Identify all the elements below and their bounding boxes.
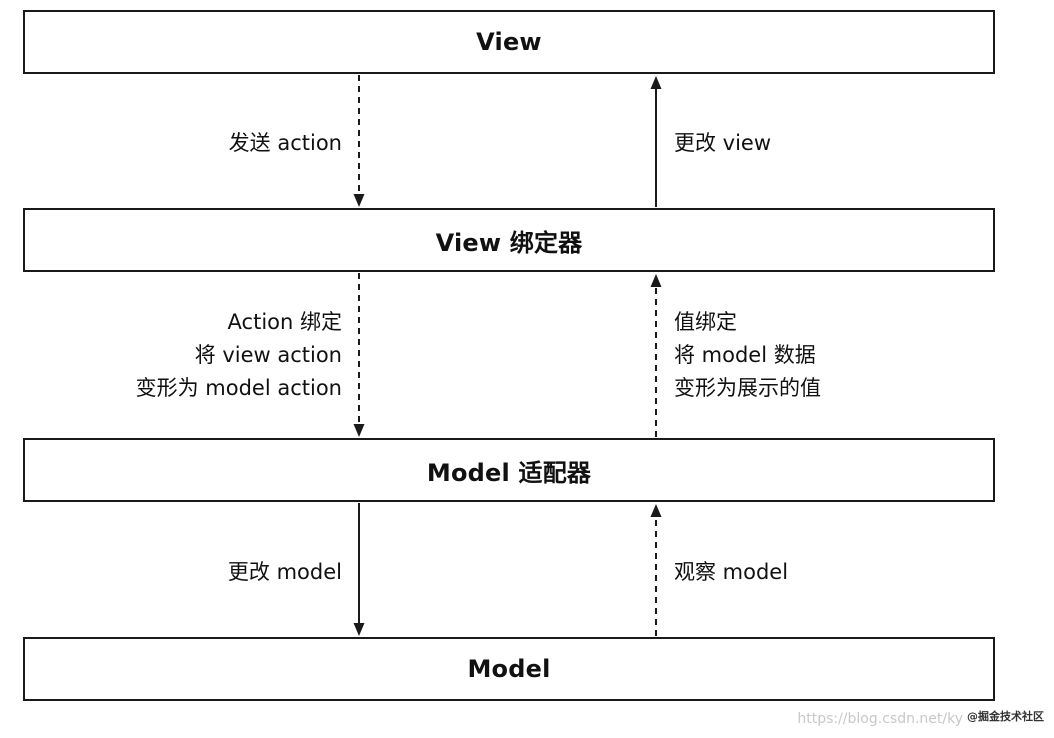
model-adapter-layer-label: Model 适配器 bbox=[426, 458, 592, 487]
value-binding-line-1: 值绑定 bbox=[674, 310, 737, 334]
update-model-arrow bbox=[353, 503, 365, 636]
send-action-arrow bbox=[353, 75, 365, 207]
value-binding-line-3: 变形为展示的值 bbox=[674, 376, 821, 400]
observe-model-label: 观察 model bbox=[674, 560, 789, 584]
send-action-label: 发送 action bbox=[228, 131, 342, 155]
watermark-brand: @掘金技术社区 bbox=[967, 710, 1044, 723]
observe-model-arrow bbox=[650, 504, 662, 636]
value-binding-arrow bbox=[650, 274, 662, 437]
value-binding-line-2: 将 model 数据 bbox=[674, 343, 816, 367]
watermark: https://blog.csdn.net/ky @掘金技术社区 bbox=[797, 708, 1044, 727]
watermark-url: https://blog.csdn.net/ky bbox=[797, 711, 963, 727]
action-binding-line-2: 将 view action bbox=[194, 343, 342, 367]
view-binder-layer-label: View 绑定器 bbox=[435, 228, 583, 257]
view-binder-layer-box: View 绑定器 bbox=[23, 208, 995, 272]
view-layer-box: View bbox=[23, 10, 995, 74]
model-adapter-layer-box: Model 适配器 bbox=[23, 438, 995, 502]
value-binding-label: 值绑定 将 model 数据 变形为展示的值 bbox=[674, 306, 821, 405]
view-layer-label: View bbox=[476, 28, 542, 56]
action-binding-line-3: 变形为 model action bbox=[135, 376, 342, 400]
update-view-arrow bbox=[650, 76, 662, 207]
action-binding-label: Action 绑定 将 view action 变形为 model action bbox=[136, 306, 342, 405]
model-layer-box: Model bbox=[23, 637, 995, 701]
update-model-label: 更改 model bbox=[227, 560, 342, 584]
action-binding-arrow bbox=[353, 273, 365, 437]
action-binding-line-1: Action 绑定 bbox=[227, 310, 342, 334]
update-view-label: 更改 view bbox=[674, 131, 772, 155]
model-layer-label: Model bbox=[467, 655, 551, 683]
